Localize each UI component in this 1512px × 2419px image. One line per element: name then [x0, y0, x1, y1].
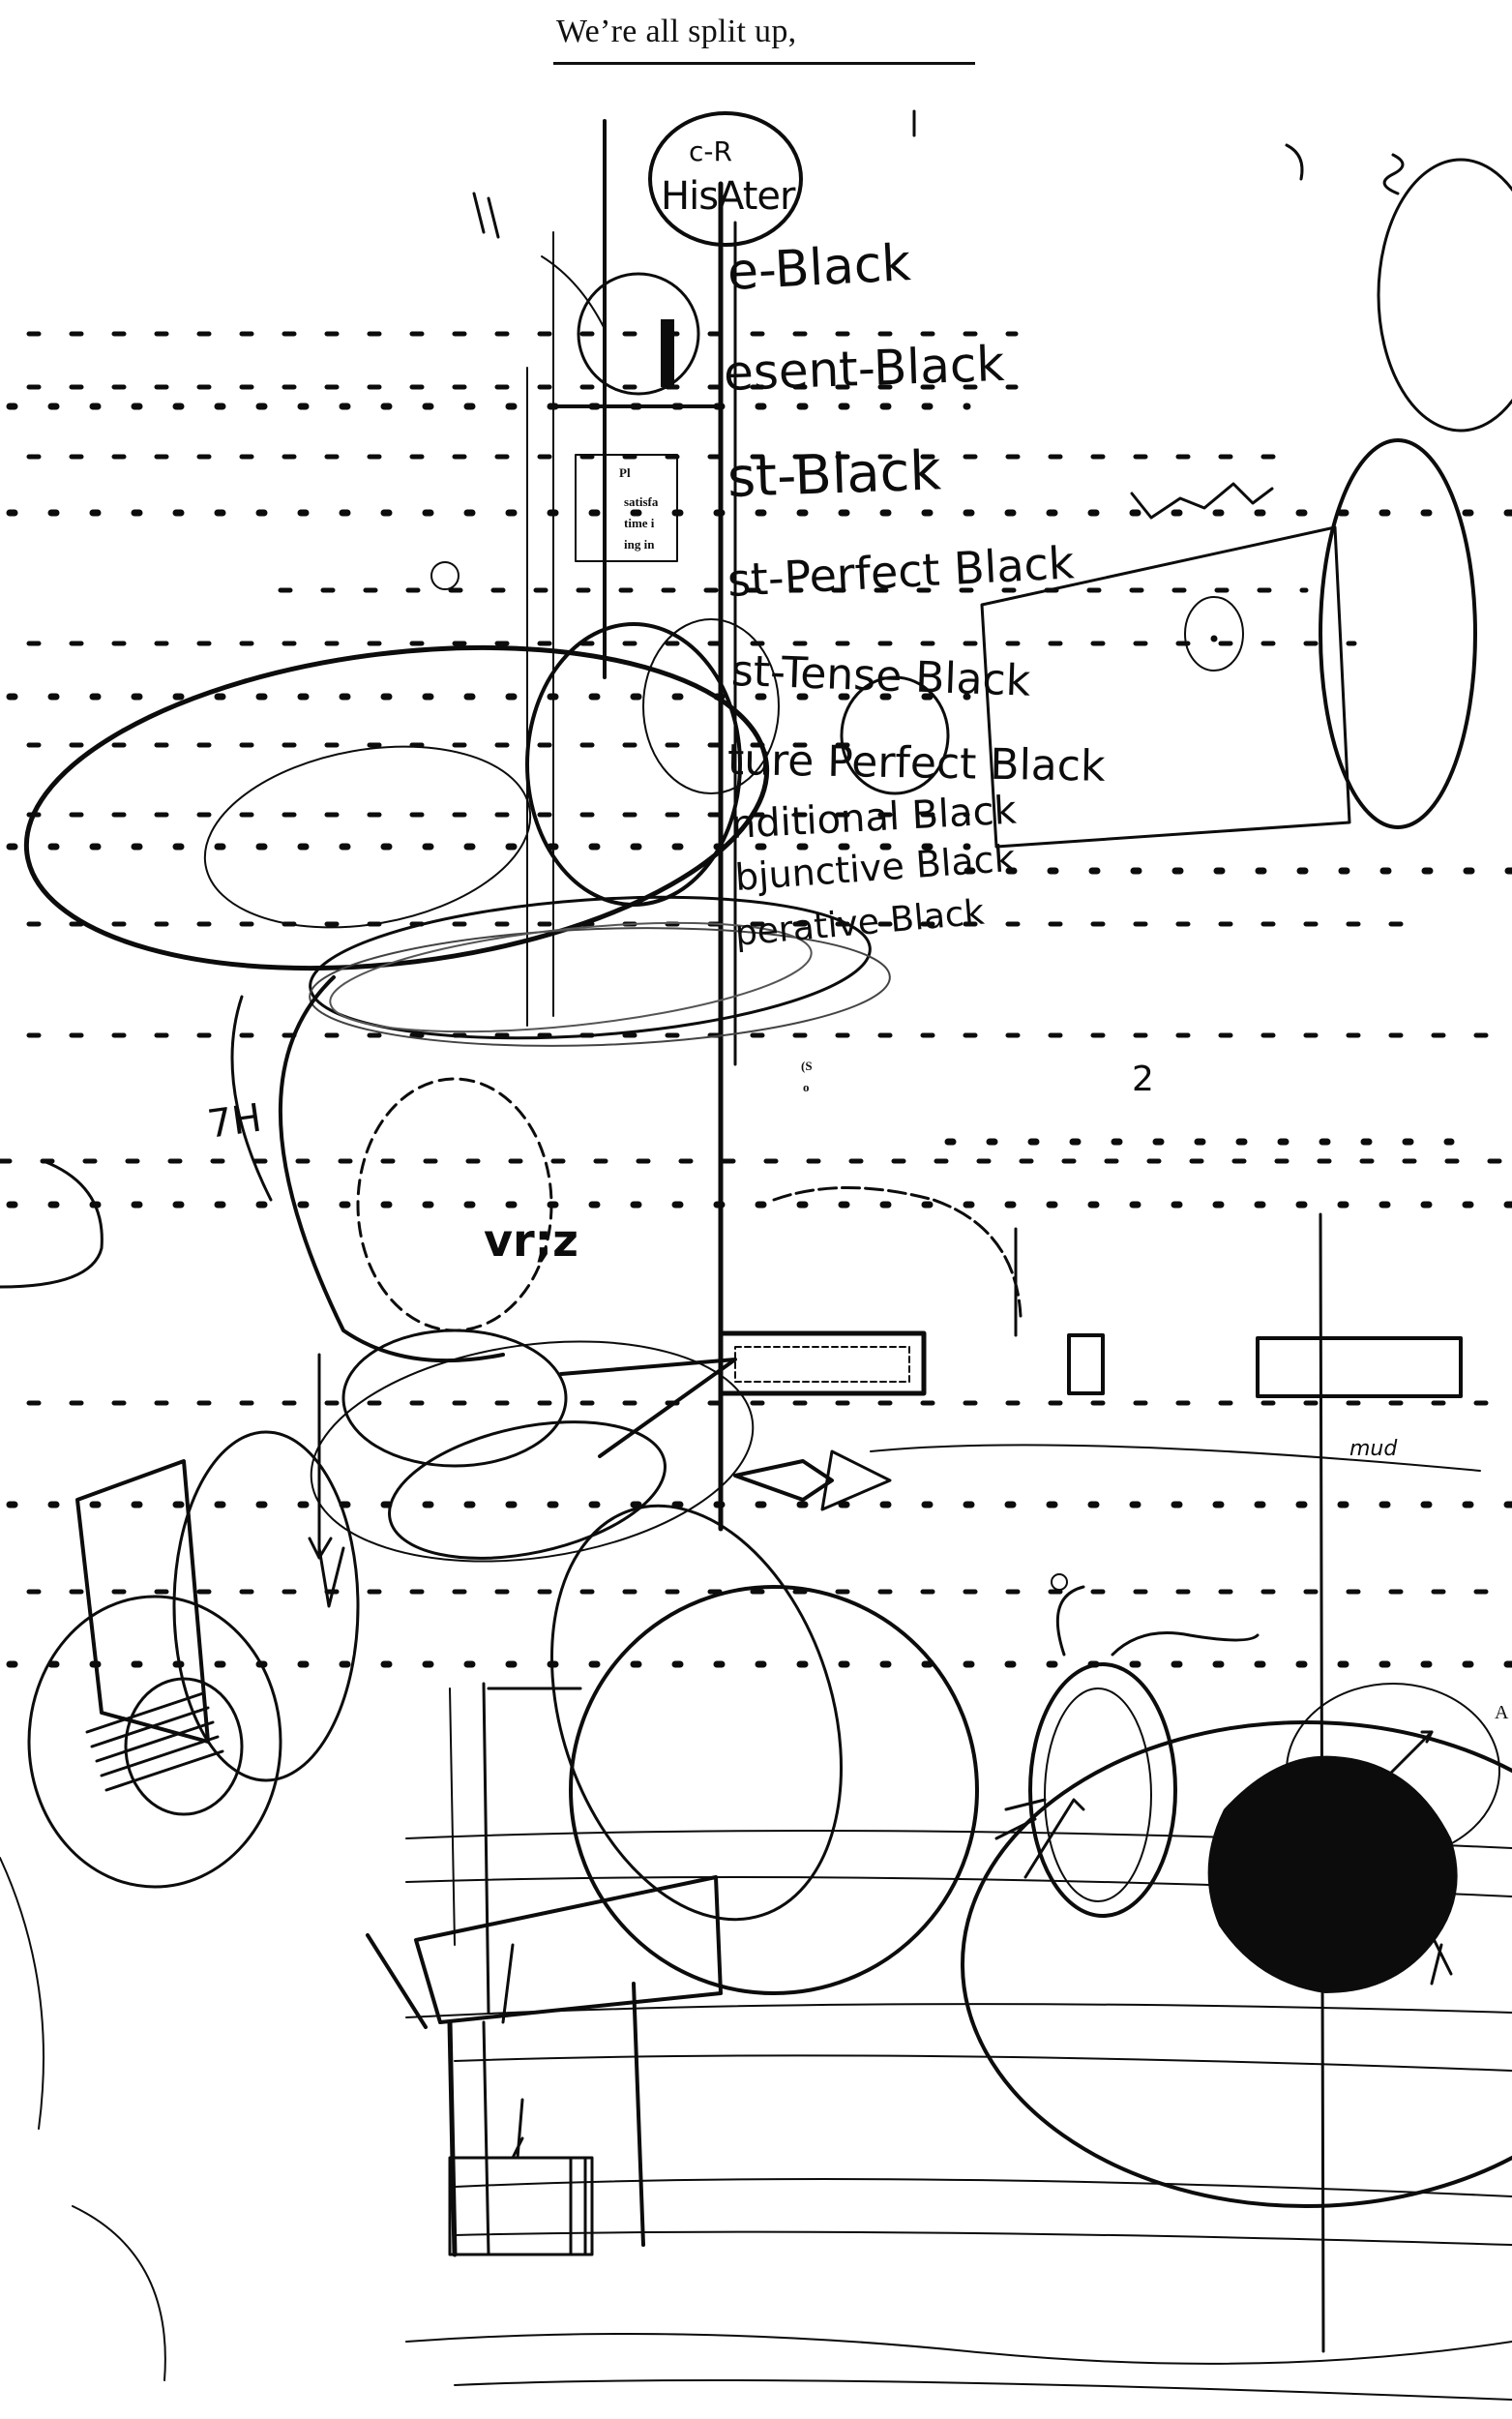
page-title: We’re all split up, — [556, 14, 797, 49]
conjugation-item: st-Tense Black — [730, 646, 1032, 706]
conjugation-item: esent-Black — [722, 335, 1006, 402]
printed-fragment-l1: Pl — [619, 465, 631, 480]
scribble-text-b: 7H — [204, 1095, 265, 1148]
circle-label-top: c-R — [689, 135, 732, 167]
printed-fragment-s2: o — [803, 1080, 810, 1094]
printed-fragment-l4: ing in — [624, 537, 655, 552]
conjugation-item: st-Black — [726, 439, 942, 510]
black-blob — [1207, 1755, 1458, 1993]
title-underline — [553, 62, 975, 65]
printed-fragment-s1: (S — [801, 1059, 813, 1073]
printed-fragment-l2: satisfa — [624, 494, 659, 509]
conjugation-item: e-Black — [726, 234, 912, 302]
scribble-text-c: mud — [1349, 1437, 1398, 1461]
printed-fragment-right: A — [1495, 1702, 1509, 1723]
scribble-text-a: vr;z — [484, 1214, 578, 1267]
printed-fragment-l3: time i — [624, 516, 655, 530]
scribble-text-d: 2 — [1132, 1060, 1154, 1099]
conjugation-item: ture Perfect Black — [726, 735, 1106, 791]
circle-label: HisAter — [661, 174, 795, 219]
